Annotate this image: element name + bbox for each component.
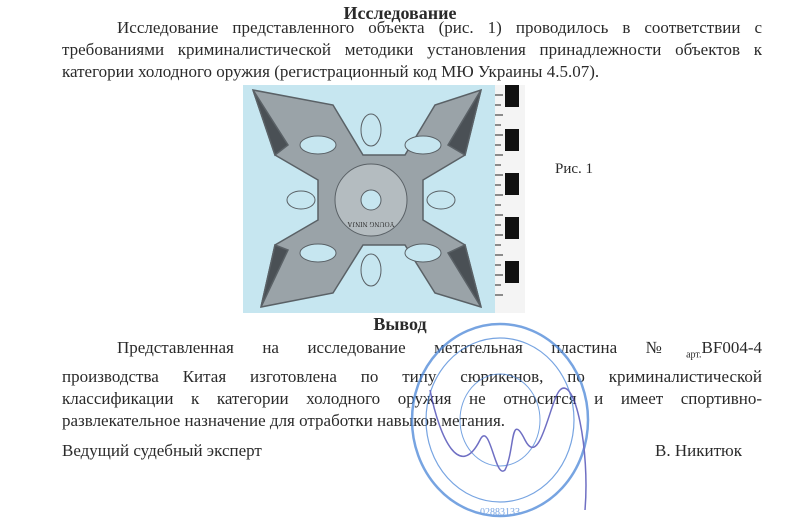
official-stamp: 02883133 bbox=[410, 322, 590, 518]
expert-role: Ведущий судебный эксперт bbox=[62, 441, 262, 460]
text-segment: Представленная на исследование метательн… bbox=[117, 338, 687, 357]
ruler bbox=[495, 85, 519, 296]
article-number: BF004-4 bbox=[701, 338, 762, 357]
expert-name: В. Никитюк bbox=[655, 441, 742, 460]
conclusion-heading: Вывод bbox=[373, 314, 427, 334]
conclusion-paragraph: Представленная на исследование метательн… bbox=[62, 337, 762, 432]
text-line: требованиями криминалистической методики… bbox=[62, 40, 762, 59]
research-heading: Исследование bbox=[343, 3, 457, 23]
figure-caption: Рис. 1 bbox=[555, 161, 594, 177]
subscript: арт. bbox=[686, 349, 702, 361]
signature-scribble bbox=[429, 387, 587, 511]
text-line: развлекательное назначение для отработки… bbox=[62, 411, 506, 431]
stamp-code: 02883133 bbox=[480, 507, 520, 518]
text-line: категории холодного оружия (регистрацион… bbox=[62, 62, 600, 81]
shuriken-photo: YOUNG NINJA bbox=[243, 85, 525, 313]
object-marking: YOUNG NINJA bbox=[347, 220, 394, 228]
text-line: Представленная на исследование метательн… bbox=[62, 337, 762, 366]
text-line: Исследование представленного объекта (ри… bbox=[117, 18, 762, 37]
research-paragraph: Исследование представленного объекта (ри… bbox=[62, 17, 762, 83]
text-line: производства Китая изготовлена по типу с… bbox=[62, 367, 762, 387]
